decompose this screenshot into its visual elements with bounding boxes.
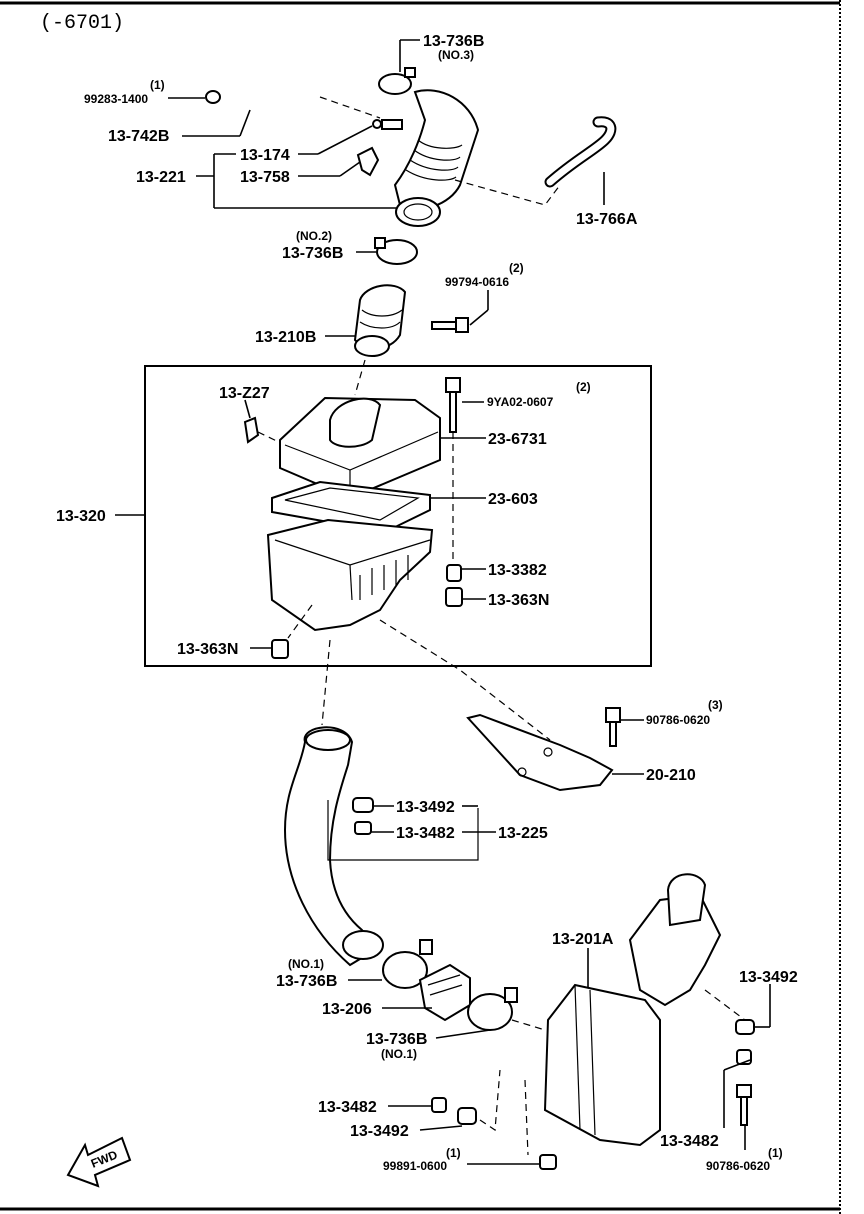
label-9YA02-0607: 9YA02-0607	[487, 395, 554, 409]
group-box-13-320	[144, 365, 652, 667]
part-13-766A-hose[interactable]	[544, 116, 617, 188]
label-13-3492-a: 13-3492	[396, 799, 455, 816]
label-no3: (NO.3)	[438, 48, 474, 62]
label-99283-1400: 99283-1400	[84, 92, 148, 106]
part-20-210-bracket[interactable]	[466, 713, 614, 792]
part-air-cleaner-case[interactable]	[266, 518, 434, 632]
part-13-363N-right[interactable]	[445, 587, 463, 607]
label-no1-b: (NO.1)	[381, 1047, 417, 1061]
label-13-3482-b: 13-3482	[318, 1099, 377, 1116]
label-90786-0620-top: 90786-0620	[646, 713, 710, 727]
leader-dash-case-left	[287, 604, 313, 639]
label-99283-qty: (1)	[150, 78, 165, 92]
label-90786-0620-bottom: 90786-0620	[706, 1159, 770, 1173]
leader-dash-right	[704, 989, 746, 1021]
part-23-6731-cover[interactable]	[279, 396, 441, 500]
fwd-arrow-icon: FWD	[66, 1136, 132, 1188]
part-13-Z27-clip[interactable]	[243, 416, 260, 444]
label-13-174: 13-174	[240, 147, 290, 164]
label-13-206: 13-206	[322, 1001, 372, 1018]
part-13-221-intake-hose[interactable]	[393, 89, 480, 227]
part-99283-clip[interactable]	[205, 90, 221, 104]
label-13-320: 13-320	[56, 508, 106, 525]
label-13-736B-top: 13-736B	[423, 33, 484, 50]
part-13-736B-clamp-mid[interactable]	[374, 237, 418, 265]
label-9YA02-qty: (2)	[576, 380, 591, 394]
label-13-736B-low2: 13-736B	[366, 1031, 427, 1048]
leader-dash-case-down	[321, 639, 331, 726]
leader-dash-742B	[319, 96, 381, 119]
label-13-766A: 13-766A	[576, 211, 638, 228]
header-range: (-6701)	[40, 12, 124, 35]
part-99891-nut[interactable]	[539, 1154, 557, 1170]
leader-dash-bracket	[379, 619, 551, 741]
part-9YA02-bolt[interactable]	[445, 377, 461, 433]
part-13-736B-clamp-low2[interactable]	[467, 987, 518, 1031]
label-13-736B-low: 13-736B	[276, 973, 337, 990]
part-13-3382-insulator[interactable]	[446, 564, 462, 582]
leader-lines	[115, 39, 771, 1165]
part-90786-bolt-top[interactable]	[605, 707, 621, 747]
label-90786-bottom-qty: (1)	[768, 1146, 783, 1160]
label-99794-0616: 99794-0616	[445, 275, 509, 289]
part-13-736B-clamp-low[interactable]	[382, 939, 433, 989]
part-13-3482-pin-b[interactable]	[431, 1097, 447, 1113]
label-13-3482-right: 13-3482	[660, 1133, 719, 1150]
label-no2: (NO.2)	[296, 229, 332, 243]
part-13-206-resonator-hose[interactable]	[283, 726, 384, 967]
part-13-363N-left[interactable]	[271, 639, 289, 659]
part-13-210B-airflow-meter[interactable]	[353, 284, 407, 357]
label-13-210B: 13-210B	[255, 329, 316, 346]
part-13-758-nipple[interactable]	[356, 146, 380, 177]
label-13-363N-left: 13-363N	[177, 641, 238, 658]
label-13-Z27: 13-Z27	[219, 385, 270, 402]
label-20-210: 20-210	[646, 767, 696, 784]
label-99891-qty: (1)	[446, 1146, 461, 1160]
label-13-225: 13-225	[498, 825, 548, 842]
label-23-603: 23-603	[488, 491, 538, 508]
label-13-3482-a: 13-3482	[396, 825, 455, 842]
label-13-363N-right: 13-363N	[488, 592, 549, 609]
part-13-736B-clamp-top[interactable]	[378, 67, 416, 95]
label-13-742B: 13-742B	[108, 128, 169, 145]
part-23-603-filter[interactable]	[271, 480, 431, 534]
part-13-201A-resonator[interactable]	[543, 873, 722, 1147]
leader-dash-resonator	[511, 1019, 546, 1031]
label-23-6731: 23-6731	[488, 431, 547, 448]
label-90786-top-qty: (3)	[708, 698, 723, 712]
bracket-line-13-225	[327, 800, 479, 861]
label-13-3382: 13-3382	[488, 562, 547, 579]
label-13-3492-b: 13-3492	[350, 1123, 409, 1140]
label-13-736B-mid: 13-736B	[282, 245, 343, 262]
label-13-3492-right: 13-3492	[739, 969, 798, 986]
part-13-3492-grommet-b[interactable]	[457, 1107, 477, 1125]
part-13-3492-grommet-r[interactable]	[735, 1019, 755, 1035]
leader-dash-nut	[524, 1079, 529, 1156]
part-13-3492-grommet-a[interactable]	[352, 797, 374, 813]
label-no1-a: (NO.1)	[288, 957, 324, 971]
label-99794-qty: (2)	[509, 261, 524, 275]
label-13-201A: 13-201A	[552, 931, 614, 948]
part-99794-bolt[interactable]	[431, 317, 469, 333]
part-13-742B-hose[interactable]	[222, 87, 321, 118]
part-90786-bolt-bottom[interactable]	[736, 1084, 752, 1126]
leader-dash-lower	[479, 1069, 501, 1132]
leader-dash-meter-box	[354, 359, 366, 396]
part-13-3482-pin-a[interactable]	[354, 821, 372, 835]
label-13-758: 13-758	[240, 169, 290, 186]
label-13-221: 13-221	[136, 169, 186, 186]
part-13-174-plug[interactable]	[372, 119, 403, 130]
leader-dash-hose	[454, 179, 561, 206]
label-99891-0600: 99891-0600	[383, 1159, 447, 1173]
